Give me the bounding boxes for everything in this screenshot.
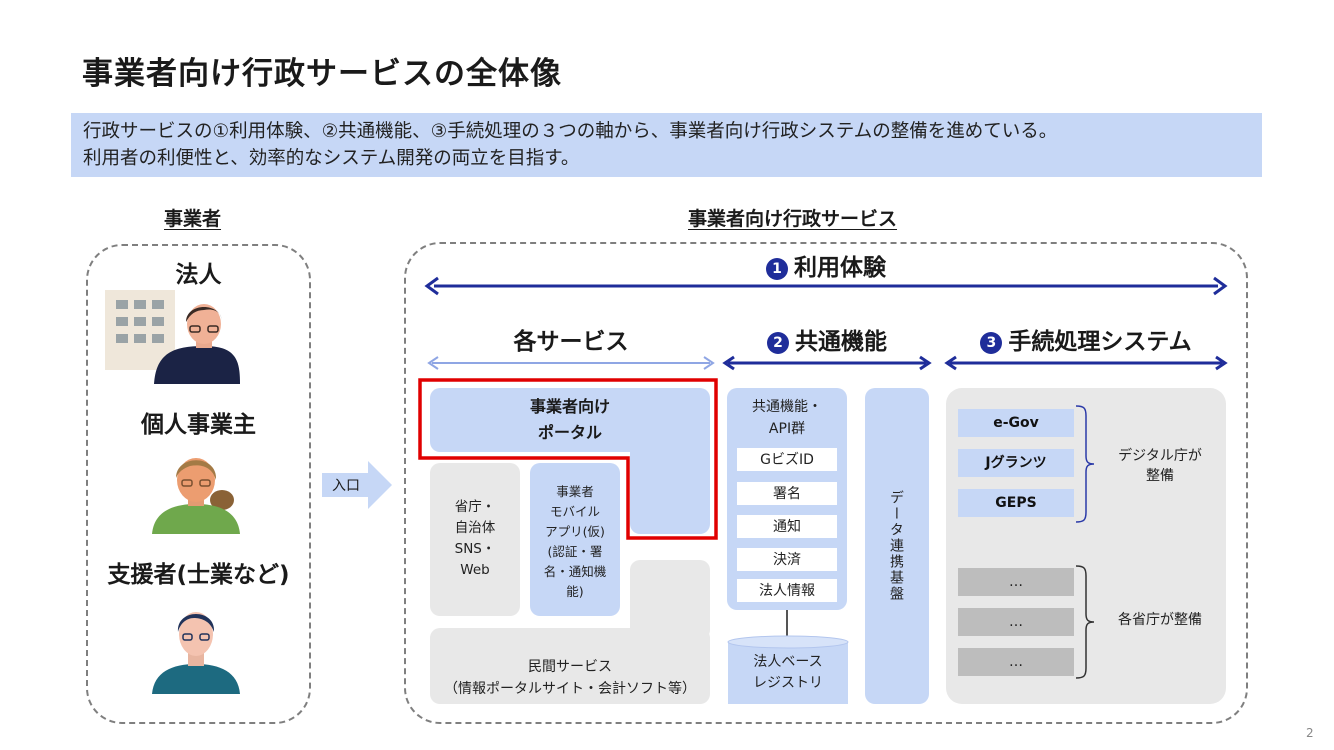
portal-text: 事業者向け ポータル — [430, 394, 710, 446]
portal-line2: ポータル — [537, 423, 602, 442]
axis1-double-arrow — [424, 276, 1228, 296]
portal-highlight-outline — [418, 378, 718, 540]
axis2-label: 共通機能 — [795, 329, 887, 355]
axis3-number-badge: 3 — [980, 331, 1003, 354]
services-panel — [404, 242, 1248, 724]
actor-supporter-label: 支援者(士業など) — [107, 562, 290, 588]
common-item-payment: 決済 — [737, 548, 837, 571]
registry-line1: 法人ベース — [753, 654, 823, 670]
services-heading: 各サービス — [513, 329, 629, 355]
ministry-sns-line: SNS・ — [454, 541, 496, 557]
building-person-icon — [105, 290, 240, 384]
mobile-app-line: 能) — [566, 584, 584, 599]
summary-box: 行政サービスの①利用体験、②共通機能、③手続処理の３つの軸から、事業者向け行政シ… — [71, 113, 1262, 177]
page-title: 事業者向け行政サービスの全体像 — [82, 56, 562, 92]
ministry-sns-line: Web — [460, 562, 490, 578]
ministry-sns-line: 自治体 — [454, 520, 496, 536]
ministry-system-1: … — [958, 568, 1074, 596]
system-jgrants: Jグランツ — [958, 449, 1074, 477]
axis1-number-badge: 1 — [766, 257, 788, 280]
private-service-box-upper — [630, 560, 710, 640]
common-item-corporate-info: 法人情報 — [737, 579, 837, 602]
digital-brace-icon — [1075, 405, 1095, 523]
right-arrow-icon — [322, 461, 392, 509]
ministry-sns-line: 省庁・ — [454, 499, 496, 515]
left-heading: 事業者 — [164, 208, 222, 230]
data-platform-box — [865, 388, 929, 704]
entry-label: 入口 — [332, 478, 360, 494]
digital-agency-label: デジタル庁が 整備 — [1098, 446, 1222, 486]
private-service-line2: （情報ポータルサイト・会計ソフト等） — [444, 681, 696, 697]
mobile-app-line: アプリ(仮) — [545, 524, 605, 539]
actor-sole-proprietor-label: 個人事業主 — [141, 412, 256, 438]
common-api-line1: 共通機能・ — [752, 399, 822, 415]
registry-database-icon — [727, 635, 849, 704]
common-item-notification: 通知 — [737, 515, 837, 538]
axis2-heading: 2 共通機能 — [722, 322, 932, 356]
axis3-label: 手続処理システム — [1008, 329, 1192, 355]
services-double-arrow — [427, 356, 715, 370]
system-egov: e-Gov — [958, 409, 1074, 437]
ministry-sns-text: 省庁・ 自治体 SNS・ Web — [430, 497, 520, 581]
axis3-double-arrow — [944, 355, 1228, 371]
supporter-illustration — [150, 602, 250, 694]
mobile-app-text: 事業者 モバイル アプリ(仮) (認証・署 名・通知機 能) — [530, 482, 620, 602]
ministry-sns-box — [430, 463, 520, 616]
system-geps: GEPS — [958, 489, 1074, 517]
ministry-system-2: … — [958, 608, 1074, 636]
digital-label-line2: 整備 — [1146, 468, 1174, 484]
actors-panel — [86, 244, 311, 724]
private-service-line1: 民間サービス — [528, 659, 612, 675]
right-heading: 事業者向け行政サービス — [688, 208, 898, 230]
registry-line2: レジストリ — [753, 675, 823, 691]
mobile-app-line: (認証・署 — [547, 544, 603, 559]
mobile-app-line: 名・通知機 — [543, 564, 607, 579]
summary-line-1: 行政サービスの①利用体験、②共通機能、③手続処理の３つの軸から、事業者向け行政シ… — [83, 121, 1058, 142]
common-api-title: 共通機能・ API群 — [727, 396, 847, 440]
person-man-icon — [152, 612, 240, 694]
ministry-system-3: … — [958, 648, 1074, 676]
person-woman-icon — [152, 458, 240, 534]
axis2-number-badge: 2 — [767, 331, 789, 354]
axis1-heading: 1 利用体験 — [404, 248, 1248, 282]
registry-connector-line — [786, 610, 788, 640]
registry-text: 法人ベース レジストリ — [727, 652, 849, 694]
actor-corporation-label: 法人 — [175, 262, 222, 288]
summary-line-2: 利用者の利便性と、効率的なシステム開発の両立を目指す。 — [83, 148, 580, 169]
portal-box-lower — [630, 430, 710, 534]
entry-arrow — [322, 461, 392, 509]
axis2-double-arrow — [722, 355, 932, 371]
private-service-box — [430, 628, 710, 704]
common-item-gbizid: GビズID — [737, 448, 837, 471]
data-platform-label: データ連携基盤 — [888, 490, 904, 602]
mobile-app-box — [530, 463, 620, 616]
mobile-app-line: 事業者 — [556, 484, 594, 499]
common-api-line2: API群 — [768, 421, 806, 437]
page-number: 2 — [1306, 726, 1314, 740]
common-item-signature: 署名 — [737, 482, 837, 505]
private-service-text: 民間サービス （情報ポータルサイト・会計ソフト等） — [430, 656, 710, 700]
mobile-app-line: モバイル — [549, 504, 600, 519]
corporation-illustration — [104, 288, 244, 384]
sole-proprietor-illustration — [150, 450, 250, 534]
axis1-label: 利用体験 — [794, 255, 886, 281]
portal-line1: 事業者向け — [529, 397, 610, 416]
ministry-label: 各省庁が整備 — [1118, 612, 1202, 628]
ministry-brace-icon — [1075, 565, 1095, 679]
digital-label-line1: デジタル庁が — [1118, 448, 1202, 464]
